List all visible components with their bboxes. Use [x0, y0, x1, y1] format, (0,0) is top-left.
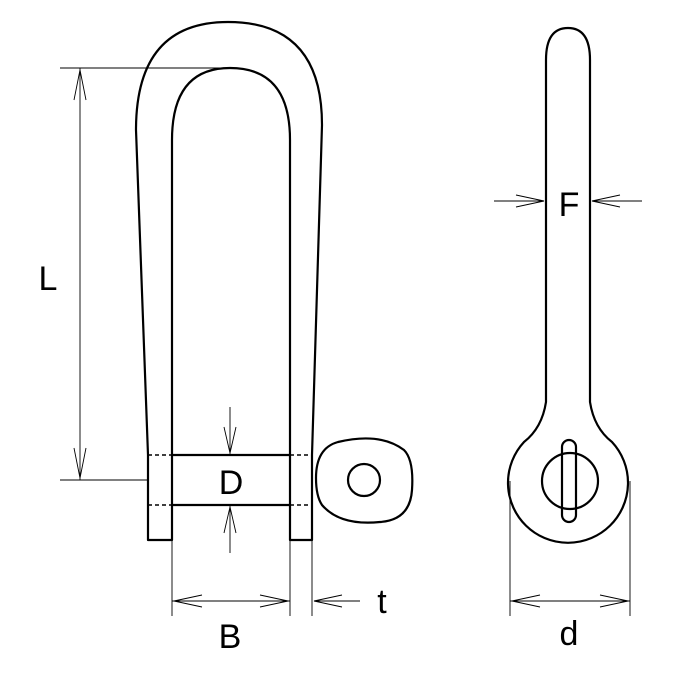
dim-D-arrow-bottom	[223, 506, 237, 534]
dimension-D	[223, 407, 237, 553]
dim-d-arrow-right	[599, 594, 629, 608]
dim-t-arrow-right	[313, 594, 343, 608]
label-d: d	[560, 615, 579, 653]
dimension-B	[171, 540, 291, 616]
dimension-t	[262, 540, 360, 616]
dim-L-arrow-bottom	[73, 447, 87, 479]
dimension-L	[60, 67, 230, 481]
dim-L-arrow-top	[73, 69, 87, 101]
label-t: t	[377, 583, 387, 621]
pin-head-hole	[346, 462, 382, 498]
shackle-front-view	[134, 20, 414, 542]
shackle-outer-outline	[134, 20, 324, 542]
dim-F-arrow-left	[515, 194, 545, 208]
dim-D-arrow-top	[223, 426, 237, 454]
pin-head	[314, 437, 414, 524]
label-B: B	[219, 618, 242, 656]
dim-d-arrow-left	[511, 594, 541, 608]
shackle-side-view	[506, 26, 630, 544]
side-outline	[506, 26, 630, 544]
label-D: D	[219, 464, 244, 502]
side-cotter-pin	[560, 438, 578, 524]
side-pin-circle	[540, 451, 600, 511]
label-F: F	[559, 186, 580, 224]
dimension-d	[509, 481, 631, 616]
dimension-F	[494, 194, 642, 208]
dim-F-arrow-right	[591, 194, 621, 208]
dim-B-arrow-left	[173, 594, 203, 608]
label-L: L	[39, 260, 58, 298]
